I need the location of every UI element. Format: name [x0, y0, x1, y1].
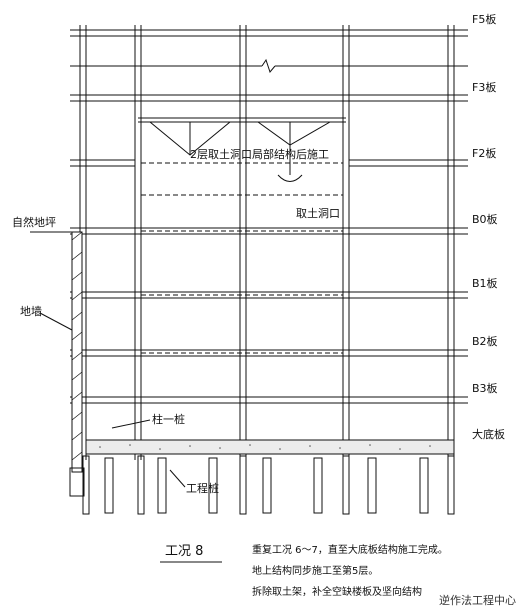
caption-title: 工况 8: [165, 544, 203, 559]
opening-note-label: 2层取土洞口局部结构后施工: [190, 147, 329, 161]
excavation-gantry: [138, 117, 346, 182]
label-b1: B1板: [472, 276, 498, 290]
label-b2: B2板: [472, 334, 498, 348]
ground-label: 自然地坪: [12, 215, 56, 229]
label-b3: B3板: [472, 381, 498, 395]
slab-b1: [70, 291, 468, 299]
diaphragm-wall: [69, 231, 85, 497]
floor-slabs: [70, 29, 468, 404]
slab-f3: [70, 94, 468, 102]
label-f5: F5板: [472, 12, 496, 26]
slab-b0: [70, 227, 468, 235]
caption-line-1: 重复工况 6～7，直至大底板结构施工完成。: [252, 543, 448, 556]
slab-b3: [70, 396, 468, 404]
engineering-piles: [82, 455, 455, 515]
column-pile-label: 柱一桩: [152, 412, 185, 426]
caption: 工况 8 重复工况 6～7，直至大底板结构施工完成。 地上结构同步施工至第5层。…: [160, 543, 448, 598]
raft-slab: [85, 439, 455, 455]
slab-f5: [70, 29, 468, 37]
caption-line-2: 地上结构同步施工至第5层。: [252, 564, 378, 577]
caption-line-3: 拆除取土架，补全空缺楼板及坚向结构: [252, 585, 422, 598]
label-f3: F3板: [472, 80, 496, 94]
watermark: 逆作法工程中心: [436, 591, 519, 609]
label-raft: 大底板: [472, 427, 505, 441]
eng-pile-label: 工程桩: [186, 481, 219, 495]
leader-lines: [39, 312, 186, 488]
dashed-openings: [141, 194, 343, 354]
label-b0: B0板: [472, 212, 498, 226]
slab-f4-break: [70, 58, 468, 74]
slab-f2: [70, 159, 468, 167]
slab-b2: [70, 349, 468, 357]
annotation-labels: 自然地坪 地墙 柱一桩 工程桩 取土洞口 2层取土洞口局部结构后施工: [12, 147, 340, 495]
label-f2: F2板: [472, 146, 496, 160]
level-labels: F5板 F3板 F2板 B0板 B1板 B2板 B3板 大底板: [472, 12, 505, 441]
wall-label: 地墙: [20, 304, 42, 318]
opening-label: 取土洞口: [296, 207, 340, 220]
frame-columns: [79, 25, 455, 460]
